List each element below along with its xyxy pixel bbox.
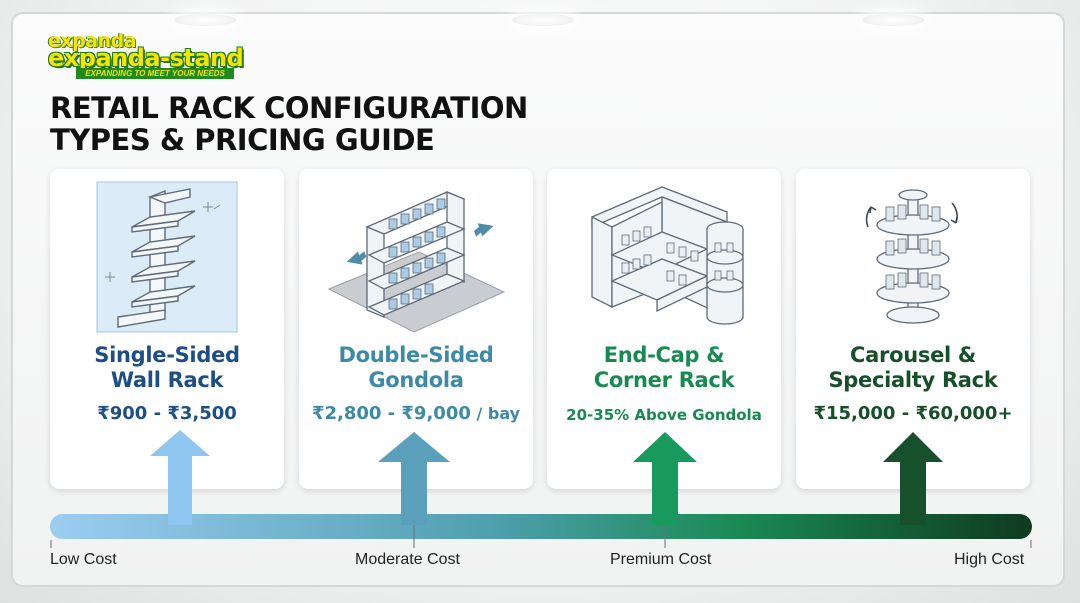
ceiling-light [862,14,924,26]
card-price: ₹2,800 - ₹9,000 / bay [299,403,533,424]
card-title: Carousel & Specialty Rack [796,343,1030,393]
price-value: ₹900 - ₹3,500 [97,403,237,424]
title-line-1: RETAIL RACK CONFIGURATION [50,91,528,125]
price-value: ₹2,800 - ₹9,000 [311,403,471,424]
brand-logo: expanda expanda-stand EXPANDING TO MEET … [48,30,244,84]
card-double-sided-gondola: Double-Sided Gondola ₹2,800 - ₹9,000 / b… [299,169,533,489]
card-single-sided-wall-rack: Single-Sided Wall Rack ₹900 - ₹3,500 [50,169,284,489]
card-title-line-1: Double-Sided [338,343,494,367]
card-price: ₹15,000 - ₹60,000+ [796,403,1030,424]
gondola-rack-illustration [327,191,506,333]
wall-rack-illustration [96,181,238,333]
carousel-rack-illustration [865,189,958,324]
card-title-line-1: Carousel & [850,343,976,367]
logo-tagline: EXPANDING TO MEET YOUR NEEDS [76,68,234,79]
card-price: ₹900 - ₹3,500 [50,403,284,424]
card-title: Single-Sided Wall Rack [50,343,284,393]
price-unit: / bay [470,404,521,423]
card-title-line-2: Specialty Rack [828,368,998,392]
logo-main-text: expanda-stand [48,44,244,72]
scale-label-high: High Cost [954,551,1025,568]
card-carousel-specialty-rack: Carousel & Specialty Rack ₹15,000 - ₹60,… [796,169,1030,489]
scale-label-premium: Premium Cost [610,551,712,568]
card-title-line-2: Gondola [368,368,464,392]
card-title: Double-Sided Gondola [299,343,533,393]
card-title-line-1: End-Cap & [603,343,725,367]
scale-label-low: Low Cost [50,551,117,568]
card-title-line-2: Corner Rack [593,368,735,392]
card-price: 20-35% Above Gondola [547,406,781,424]
page-title: RETAIL RACK CONFIGURATION TYPES & PRICIN… [50,92,528,156]
card-title-line-1: Single-Sided [94,343,240,367]
logo-top-text: expanda [48,30,137,52]
title-line-2: TYPES & PRICING GUIDE [50,123,435,157]
price-value: ₹15,000 - ₹60,000+ [813,403,1013,424]
ceiling-light [512,14,574,26]
corner-rack-illustration [591,186,744,325]
card-title: End-Cap & Corner Rack [547,343,781,393]
scale-label-moderate: Moderate Cost [355,551,460,568]
ceiling-light [174,14,236,26]
card-title-line-2: Wall Rack [110,368,224,392]
price-value: 20-35% Above Gondola [566,406,762,424]
card-end-cap-corner-rack: End-Cap & Corner Rack 20-35% Above Gondo… [547,169,781,489]
